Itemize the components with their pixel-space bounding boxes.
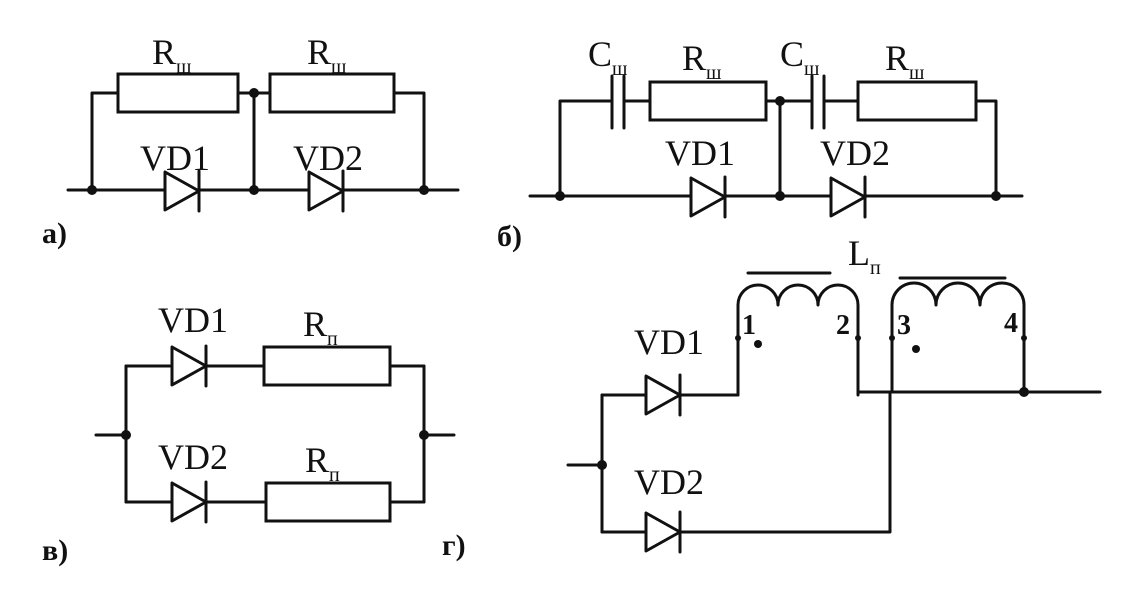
node-b-2 — [775, 96, 785, 106]
diode-a-vd1 — [163, 169, 201, 213]
terminal-dot-1 — [735, 335, 741, 341]
panel-label-b: б) — [497, 220, 522, 253]
label-b-c2: Cш — [780, 34, 820, 80]
diode-g-vd1 — [644, 373, 682, 417]
wire-a-right — [392, 91, 426, 192]
label-a-r1: Rш — [152, 32, 192, 78]
polarity-dot-3 — [912, 345, 920, 353]
inductor-g-coil-2 — [890, 281, 1026, 394]
wire-g-bot-2 — [678, 390, 892, 534]
node-a-3 — [249, 185, 259, 195]
terminal-dot-3 — [889, 335, 895, 341]
diode-b-vd2 — [829, 175, 867, 219]
label-g-vd1: VD1 — [634, 322, 704, 362]
diode-v-vd1 — [170, 344, 208, 388]
label-b-vd1: VD1 — [665, 133, 735, 173]
node-g-out — [1019, 387, 1029, 397]
circuit-g: Lп 1 2 3 4 VD1 VD2 г) — [442, 233, 1102, 562]
diode-a-vd2 — [307, 169, 345, 213]
label-v-r1: Rп — [303, 304, 338, 350]
resistor-a-r1 — [116, 72, 240, 114]
panel-label-a: а) — [42, 217, 67, 250]
panel-label-g: г) — [442, 529, 466, 562]
terminal-dot-4 — [1021, 335, 1027, 341]
capacitor-b-c2 — [810, 74, 826, 130]
label-v-vd2: VD2 — [158, 437, 228, 477]
wire-b-right — [974, 99, 998, 198]
label-g-terminal-2: 2 — [836, 310, 850, 341]
node-a-2 — [249, 88, 259, 98]
node-v-in — [121, 430, 131, 440]
polarity-dot-1 — [754, 340, 762, 348]
wire-a-left — [90, 91, 120, 192]
node-b-3 — [775, 191, 785, 201]
resistor-v-r2 — [264, 481, 392, 523]
label-g-vd2: VD2 — [634, 462, 704, 502]
circuit-v: VD1 VD2 Rп Rп в) — [42, 300, 456, 567]
wire-b-left — [558, 99, 614, 198]
diode-g-vd2 — [644, 510, 682, 554]
resistor-b-r2 — [856, 80, 978, 122]
label-b-r2: Rш — [885, 38, 925, 84]
capacitor-b-c1 — [610, 74, 626, 130]
circuit-b: Cш Rш Cш Rш VD1 VD2 б) — [497, 34, 1024, 253]
node-v-out — [419, 430, 429, 440]
label-g-l: Lп — [848, 233, 881, 279]
resistor-b-r1 — [648, 80, 768, 122]
resistor-a-r2 — [268, 72, 396, 114]
node-b-4 — [991, 191, 1001, 201]
label-v-vd1: VD1 — [158, 300, 228, 340]
inductor-g-coil-1 — [736, 283, 860, 397]
terminal-dot-2 — [855, 335, 861, 341]
node-g-in — [597, 460, 607, 470]
node-a-4 — [419, 185, 429, 195]
label-b-r1: Rш — [682, 38, 722, 84]
label-v-r2: Rп — [305, 440, 340, 486]
circuit-a: Rш Rш VD1 VD2 а) — [42, 32, 460, 250]
resistor-v-r1 — [262, 345, 392, 387]
node-a-1 — [87, 185, 97, 195]
label-b-vd2: VD2 — [820, 133, 890, 173]
label-a-r2: Rш — [307, 32, 347, 78]
label-g-terminal-3: 3 — [897, 310, 911, 341]
label-a-vd2: VD2 — [293, 138, 363, 178]
panel-label-v: в) — [42, 534, 68, 567]
label-g-terminal-1: 1 — [742, 310, 756, 341]
diode-b-vd1 — [689, 175, 727, 219]
label-a-vd1: VD1 — [140, 138, 210, 178]
label-b-c1: Cш — [588, 34, 628, 80]
node-b-1 — [555, 191, 565, 201]
label-g-terminal-4: 4 — [1004, 308, 1018, 339]
diode-v-vd2 — [170, 480, 208, 524]
